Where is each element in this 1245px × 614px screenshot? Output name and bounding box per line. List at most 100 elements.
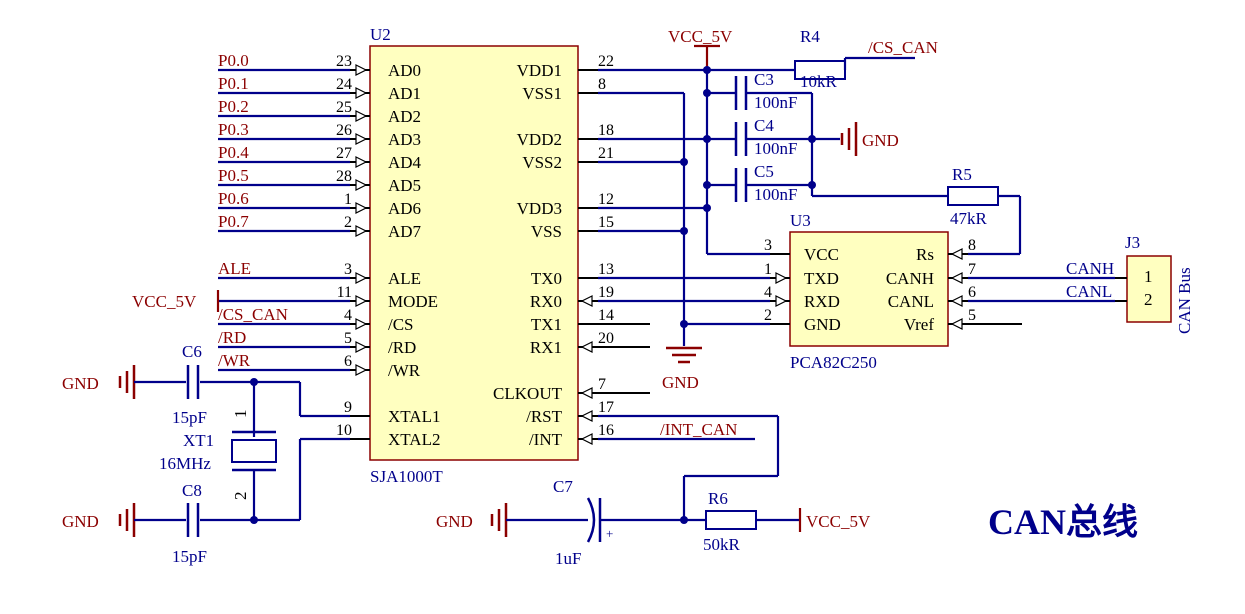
u2-pin-tx0-label: TX0 (531, 269, 562, 288)
c3-ref: C3 (754, 70, 774, 89)
u2-pin-num-22: 22 (598, 53, 614, 70)
u3-pin-vcc-label: VCC (804, 245, 839, 264)
u2-pin-arrow-6 (355, 364, 368, 376)
net-label-canh: CANH (1066, 259, 1114, 278)
u2-pin-num-25: 25 (336, 99, 352, 116)
u2-pin-mode-label: MODE (388, 292, 438, 311)
u2-pin-nrst-label: /RST (526, 407, 563, 426)
net-label-p0-0: P0.0 (218, 51, 249, 70)
r4-ref: R4 (800, 27, 820, 46)
c4-capacitor (707, 122, 840, 156)
gnd-symbol-c8 (118, 503, 136, 537)
gnd-symbol-c6 (118, 365, 136, 399)
gnd-symbol-u2 (666, 346, 702, 364)
u2-pin-num-1: 1 (344, 191, 352, 208)
gnd-label-c6: GND (62, 374, 99, 393)
u2-pin-num-28: 28 (336, 168, 352, 185)
u2-pin-num-12: 12 (598, 191, 614, 208)
gnd-symbol-caps (840, 122, 858, 156)
u2-pin-num-8: 8 (598, 76, 606, 93)
u3-pin-canl-label: CANL (888, 292, 934, 311)
xt1-body (231, 439, 277, 463)
j3-ref: J3 (1125, 233, 1140, 252)
u2-pin-ad6-label: AD6 (388, 199, 421, 218)
u3-body (789, 231, 949, 347)
net-label-p0-3: P0.3 (218, 120, 249, 139)
u2-pin-arrow-16 (580, 433, 593, 445)
vcc-label-r6: VCC_5V (806, 512, 871, 531)
c6-value: 15pF (172, 408, 207, 427)
c7-value: 1uF (555, 549, 581, 568)
r6-body (705, 510, 757, 530)
u2-pin-num-26: 26 (336, 122, 352, 139)
u2-pin-ad7-label: AD7 (388, 222, 422, 241)
xt1-pin1: 1 (231, 410, 250, 419)
u2-pin-xtal1-label: XTAL1 (388, 407, 440, 426)
u2-pin-arrow-2 (355, 225, 368, 237)
u2-pin-vss-label: VSS (531, 222, 562, 241)
r5-value: 47kR (950, 209, 988, 228)
cs-can-label-r4: /CS_CAN (868, 38, 938, 57)
u2-pin-ad1-label: AD1 (388, 84, 421, 103)
net-label-canl: CANL (1066, 282, 1112, 301)
c7-ref: C7 (553, 477, 573, 496)
c6-ref: C6 (182, 342, 202, 361)
u2-pin-nint-label: /INT (529, 430, 563, 449)
u3-part: PCA82C250 (790, 353, 877, 372)
vcc-label-top: VCC_5V (668, 27, 733, 46)
c8-value: 15pF (172, 547, 207, 566)
junction-dots (250, 66, 816, 524)
u2-pin-num-15: 15 (598, 214, 614, 231)
u2-pin-arrow-19 (580, 295, 593, 307)
gnd-label-c8: GND (62, 512, 99, 531)
c5-value: 100nF (754, 185, 797, 204)
net-label-ncs_can: /CS_CAN (218, 305, 288, 324)
net-label-p0-2: P0.2 (218, 97, 249, 116)
u2-pin-arrow-11 (355, 295, 368, 307)
u2-pin-ad5-label: AD5 (388, 176, 421, 195)
u2-pin-num-17: 17 (598, 399, 614, 416)
c7-plus: + (606, 526, 613, 541)
u3-pin-canh-label: CANH (886, 269, 934, 288)
u2-pin-ad2-label: AD2 (388, 107, 421, 126)
u2-part: SJA1000T (370, 467, 443, 486)
u3-pin-arrow-1 (775, 272, 788, 284)
u2-pin-tx1-label: TX1 (531, 315, 562, 334)
xt1-pin2: 2 (231, 492, 250, 501)
u2-pin-num-13: 13 (598, 261, 614, 278)
u3-pin-num-5: 5 (968, 307, 976, 324)
u3-pin-arrow-7 (950, 272, 963, 284)
u2-pin-arrow-28 (355, 179, 368, 191)
j3-pin2-num: 2 (1144, 290, 1153, 309)
u2-pin-ncs-label: /CS (388, 315, 414, 334)
u2-pin-num-24: 24 (336, 76, 352, 93)
u2-pin-arrow-7 (580, 387, 593, 399)
u2-left-pins: AD023P0.0AD124P0.1AD225P0.2AD326P0.3AD42… (218, 51, 440, 449)
c7-neg-plate (586, 497, 596, 543)
net-label-p0-6: P0.6 (218, 189, 249, 208)
r5-ref: R5 (952, 165, 972, 184)
u3-pin-txd-label: TXD (804, 269, 839, 288)
schematic-title: CAN总线 (988, 502, 1138, 542)
vcc-label-mode: VCC_5V (132, 292, 197, 311)
u2-pin-num-16: 16 (598, 422, 614, 439)
net-label-p0-7: P0.7 (218, 212, 249, 231)
c5-ref: C5 (754, 162, 774, 181)
net-label-nwr: /WR (218, 351, 251, 370)
u3-pin-arrow-5 (950, 318, 963, 330)
u2-pin-num-21: 21 (598, 145, 614, 162)
u2-pin-arrow-1 (355, 202, 368, 214)
net-label-p0-1: P0.1 (218, 74, 249, 93)
u2-pin-ad4-label: AD4 (388, 153, 422, 172)
u2-pin-nwr-label: /WR (388, 361, 421, 380)
j3-pin1-num: 1 (1144, 267, 1153, 286)
u3-pin-gnd-label: GND (804, 315, 841, 334)
u2-pin-arrow-5 (355, 341, 368, 353)
u3-pin-num-3: 3 (764, 237, 772, 254)
u2-pin-xtal2-label: XTAL2 (388, 430, 440, 449)
u2-pin-arrow-26 (355, 133, 368, 145)
u2-pin-num-27: 27 (336, 145, 352, 162)
gnd-label-caps: GND (862, 131, 899, 150)
u2-pin-arrow-27 (355, 156, 368, 168)
r5-body (947, 186, 999, 206)
